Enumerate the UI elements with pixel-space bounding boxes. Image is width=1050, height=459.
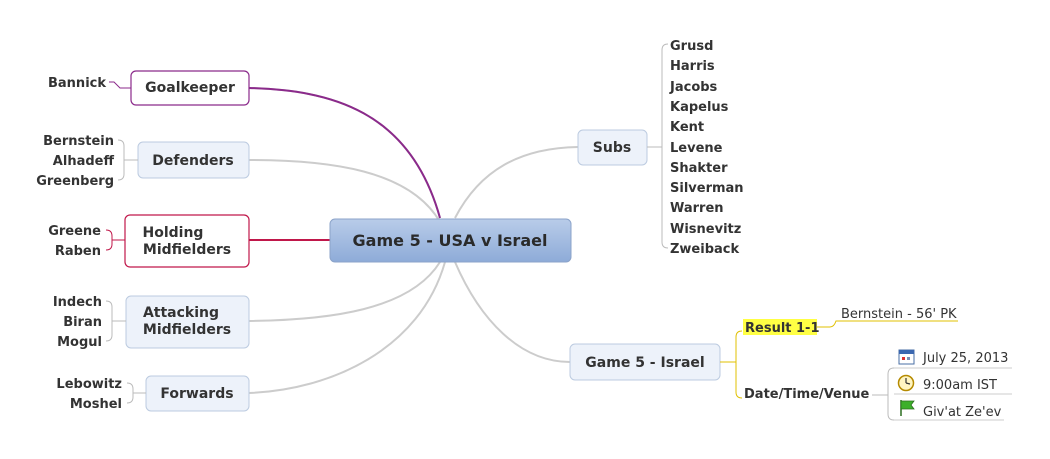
branch-subs xyxy=(454,146,579,219)
branch-defenders xyxy=(248,159,441,223)
clock-icon xyxy=(897,374,915,392)
result-note[interactable]: Bernstein - 56' PK xyxy=(841,307,957,322)
sub-player-shakter[interactable]: Shakter xyxy=(670,161,728,176)
sub-player-zweiback[interactable]: Zweiback xyxy=(670,242,739,257)
player-lebowitz[interactable]: Lebowitz xyxy=(56,377,122,392)
sub-player-silverman[interactable]: Silverman xyxy=(670,181,744,196)
sub-player-wisnevitz[interactable]: Wisnevitz xyxy=(670,222,741,237)
flag-icon xyxy=(900,400,915,416)
player-raben[interactable]: Raben xyxy=(55,244,101,259)
result-node[interactable]: Result 1-1 xyxy=(743,319,820,336)
topic-holding-label-line1: Holding xyxy=(143,225,204,241)
topic-game-label: Game 5 - Israel xyxy=(585,355,704,371)
sub-player-harris[interactable]: Harris xyxy=(670,59,715,74)
topic-game[interactable]: Game 5 - Israel xyxy=(569,343,721,381)
sub-player-kapelus[interactable]: Kapelus xyxy=(670,100,729,115)
player-moshel[interactable]: Moshel xyxy=(70,397,122,412)
branch-goalkeeper-line xyxy=(248,87,441,219)
branch-attacking xyxy=(248,261,441,322)
result-connector xyxy=(817,320,958,328)
calendar-icon xyxy=(898,349,915,365)
subs-list: GrusdHarrisJacobsKapelusKentLeveneShakte… xyxy=(669,39,744,257)
bracket-forwards xyxy=(126,382,146,404)
topic-holding-midfielders[interactable]: Holding Midfielders xyxy=(124,214,250,268)
sub-player-grusd[interactable]: Grusd xyxy=(670,39,713,54)
topic-defenders[interactable]: Defenders xyxy=(137,141,250,179)
bracket-subs xyxy=(647,43,669,249)
branch-forwards xyxy=(248,261,446,394)
sub-player-kent[interactable]: Kent xyxy=(670,120,704,135)
sub-player-warren[interactable]: Warren xyxy=(670,201,724,216)
datetime-time[interactable]: 9:00am IST xyxy=(923,378,997,393)
player-greenberg[interactable]: Greenberg xyxy=(36,174,114,189)
topic-goalkeeper-label: Goalkeeper xyxy=(145,80,235,96)
topic-goalkeeper[interactable]: Goalkeeper xyxy=(130,70,250,106)
topic-subs-label: Subs xyxy=(593,140,631,156)
bracket-holding xyxy=(105,229,125,251)
player-greene[interactable]: Greene xyxy=(48,224,101,239)
bracket-datetime xyxy=(872,367,895,421)
bracket-attacking xyxy=(105,300,126,342)
topic-attacking-label-line1: Attacking xyxy=(143,305,219,321)
player-indech[interactable]: Indech xyxy=(53,295,102,310)
player-bernstein[interactable]: Bernstein xyxy=(43,134,114,149)
sub-player-levene[interactable]: Levene xyxy=(670,141,723,156)
topic-subs[interactable]: Subs xyxy=(577,129,648,166)
datetime-date[interactable]: July 25, 2013 xyxy=(922,351,1008,366)
topic-attacking-midfielders[interactable]: Attacking Midfielders xyxy=(125,295,250,349)
central-topic-title: Game 5 - USA v Israel xyxy=(353,231,548,250)
datetime-label[interactable]: Date/Time/Venue xyxy=(744,387,869,402)
bracket-game xyxy=(720,330,743,399)
bracket-goalkeeper xyxy=(109,81,131,89)
branch-goalkeeper xyxy=(248,87,441,219)
branch-game xyxy=(454,261,571,363)
topic-attacking-label-line2: Midfielders xyxy=(143,322,231,338)
topic-defenders-label: Defenders xyxy=(152,153,233,169)
player-biran[interactable]: Biran xyxy=(63,315,102,330)
topic-forwards[interactable]: Forwards xyxy=(145,375,250,412)
player-alhadeff[interactable]: Alhadeff xyxy=(53,154,115,169)
sub-player-jacobs[interactable]: Jacobs xyxy=(669,80,718,95)
result-label: Result 1-1 xyxy=(745,321,820,336)
topic-forwards-label: Forwards xyxy=(160,386,233,402)
datetime-venue[interactable]: Giv'at Ze'ev xyxy=(923,405,1002,420)
bracket-defenders xyxy=(117,139,138,181)
player-mogul[interactable]: Mogul xyxy=(57,335,102,350)
central-topic[interactable]: Game 5 - USA v Israel xyxy=(329,218,572,263)
topic-holding-label-line2: Midfielders xyxy=(143,242,231,258)
player-bannick[interactable]: Bannick xyxy=(48,76,106,91)
